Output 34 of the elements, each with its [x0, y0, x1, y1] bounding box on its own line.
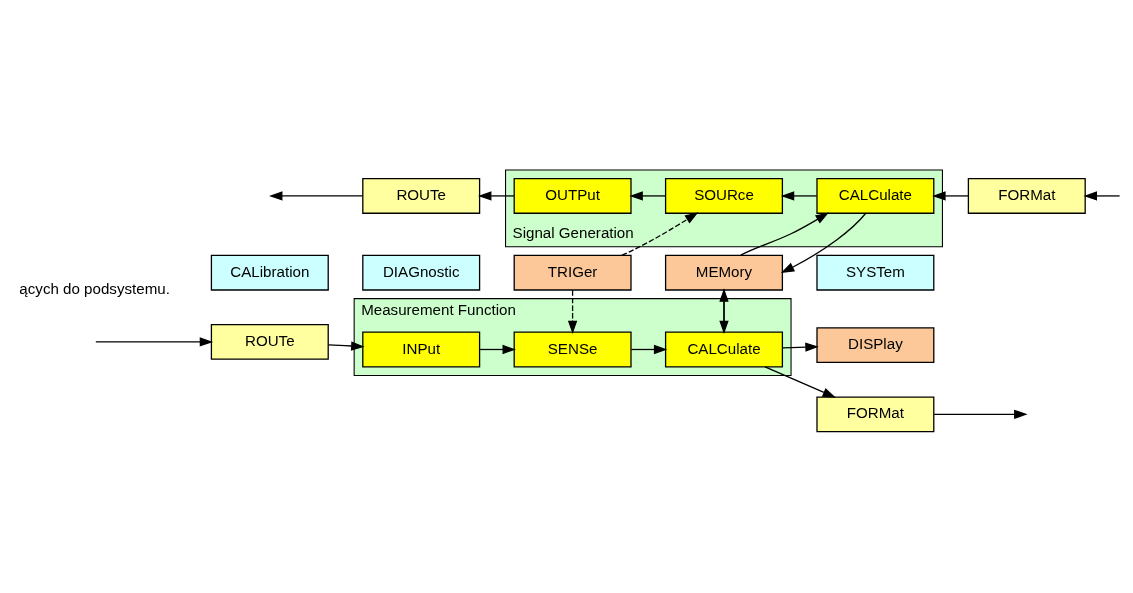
arrow [629, 191, 666, 201]
node-box: FORMat [967, 178, 1086, 214]
node-box: SENSe [513, 331, 632, 368]
node-box: DISPlay [816, 327, 935, 364]
arrow [479, 344, 516, 355]
arrow [782, 342, 819, 352]
node-box: TRIGer [513, 254, 632, 291]
node-box: OUTPut [513, 178, 632, 214]
arrow [630, 344, 668, 355]
arrow [780, 191, 818, 201]
node-box: ROUTe [210, 323, 329, 360]
arrow [95, 337, 214, 347]
node-box: CALCulate [816, 178, 935, 214]
node-box: CALibration [210, 254, 329, 291]
arrow [327, 341, 365, 351]
arrow [478, 191, 515, 201]
arrow [1083, 191, 1121, 201]
node-box: CALCulate [664, 331, 784, 368]
arrow [780, 212, 867, 274]
node-box: DIAGnostic [362, 254, 481, 291]
arrow [932, 191, 969, 201]
arrow [269, 191, 364, 201]
node-box: ROUTe [362, 178, 481, 214]
node-box: FORMat [816, 396, 935, 433]
node-box: SOURce [664, 178, 784, 214]
node-box: SYSTem [816, 254, 935, 291]
arrow [567, 289, 578, 335]
node-box: INPut [362, 331, 481, 368]
arrow [621, 212, 699, 256]
arrow [933, 409, 1028, 420]
label: ących do podsystemu. [19, 280, 170, 298]
arrow [740, 212, 829, 256]
arrow [764, 366, 836, 398]
node-box: MEMory [664, 254, 784, 291]
